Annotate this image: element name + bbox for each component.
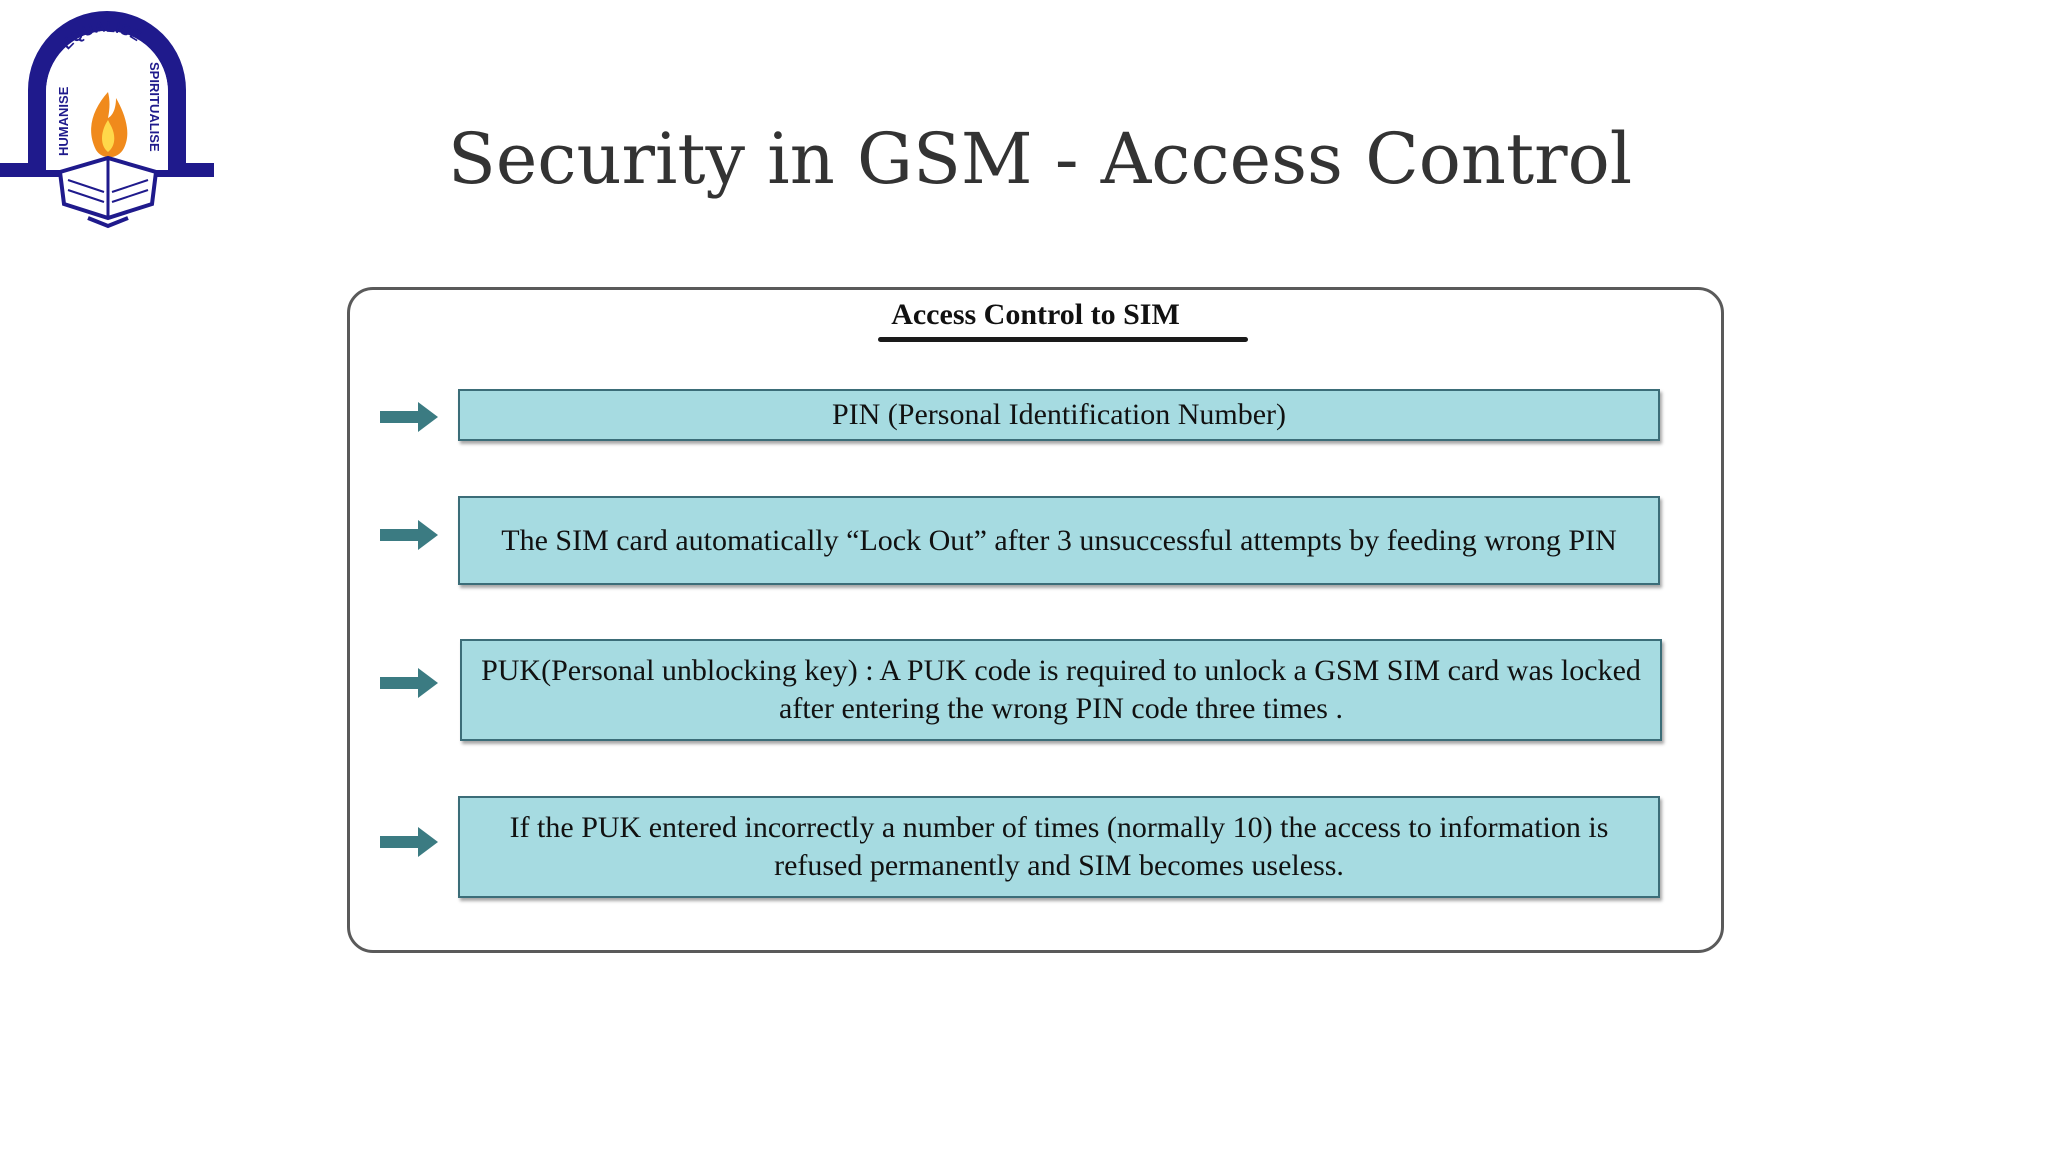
- slide-title: Security in GSM - Access Control: [447, 118, 1633, 200]
- heading-underline: [878, 337, 1248, 342]
- arrow-right-icon: [380, 668, 438, 698]
- diagram-item-pin: PIN (Personal Identification Number): [458, 389, 1660, 441]
- arrow-right-icon: [380, 402, 438, 432]
- arrow-right-icon: [380, 827, 438, 857]
- diagram-heading: Access Control to SIM: [891, 298, 1180, 331]
- svg-text:HUMANISE: HUMANISE: [56, 86, 71, 156]
- logo-arch: [28, 11, 186, 170]
- diagram-item-puk-refused: If the PUK entered incorrectly a number …: [458, 796, 1660, 898]
- arrow-right-icon: [380, 520, 438, 550]
- diagram-item-puk: PUK(Personal unblocking key) : A PUK cod…: [460, 639, 1662, 741]
- svg-text:SPIRITUALISE: SPIRITUALISE: [147, 62, 162, 152]
- diagram-item-lockout: The SIM card automatically “Lock Out” af…: [458, 496, 1660, 585]
- access-control-diagram: Access Control to SIM PIN (Personal Iden…: [347, 287, 1724, 953]
- logo-right-text: SPIRITUALISE: [147, 62, 162, 152]
- logo-left-text: HUMANISE: [56, 86, 71, 156]
- institution-logo: EQUALISE HUMANISE SPIRITUALISE: [0, 11, 214, 229]
